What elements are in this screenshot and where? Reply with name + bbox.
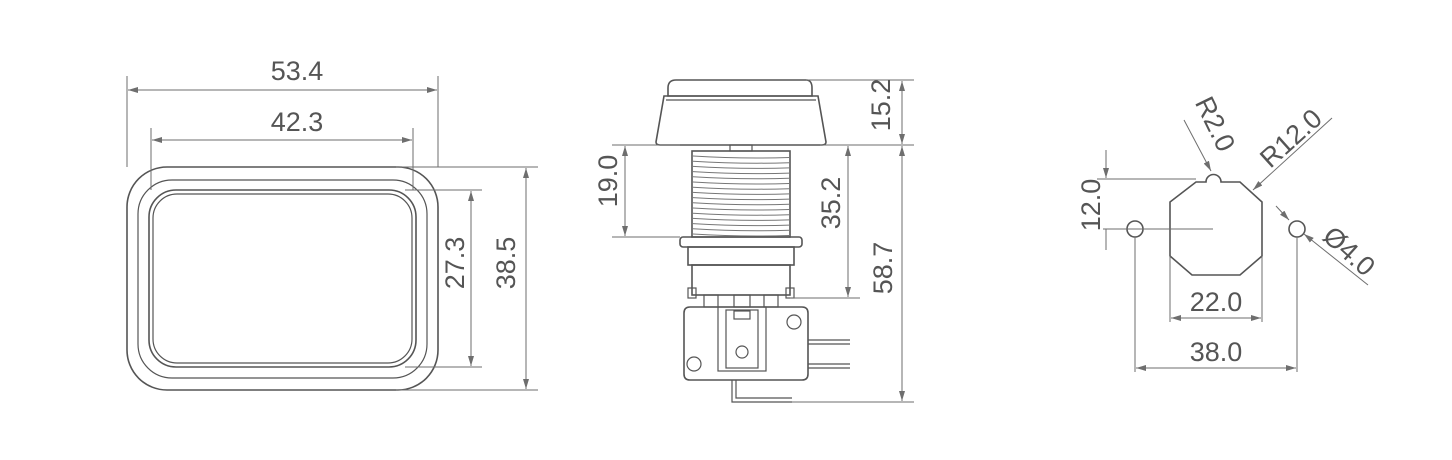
leader-notch-radius (1183, 119, 1212, 172)
button-cap-outline (667, 79, 813, 97)
panel-cutout-outline (1169, 173, 1263, 276)
thread-line (692, 165, 790, 169)
bezel-outer-outline (126, 166, 439, 391)
thread-line (692, 176, 790, 180)
button-face-outline (148, 189, 417, 368)
thread-line (692, 171, 790, 175)
dimension-notch-radius: R2.0 (1189, 92, 1241, 156)
dimension-thread-length: 19.0 (593, 155, 623, 208)
dimension-body-length: 35.2 (816, 177, 846, 230)
dimension-cap-height: 15.2 (866, 79, 896, 132)
thread-line (692, 191, 790, 195)
dimension-pin-hole-diameter: Ø4.0 (1317, 221, 1381, 282)
microswitch-outline (683, 306, 809, 381)
thread-line (692, 228, 790, 232)
thread-line (692, 160, 790, 164)
leader-pin-hole-diameter (1303, 233, 1369, 286)
thread-line (692, 197, 790, 201)
side-view: 15.2 19.0 35.2 58.7 (593, 79, 914, 403)
dimension-inner-height: 27.3 (440, 237, 470, 290)
dimension-pin-spacing: 38.0 (1190, 337, 1243, 367)
thread-line (692, 181, 790, 185)
button-face-inner-outline (152, 193, 413, 364)
thread-line (692, 217, 790, 221)
front-view: 53.4 42.3 27.3 38.5 (126, 56, 538, 391)
dimension-hole-radius: R12.0 (1254, 103, 1328, 174)
thread-line (692, 186, 790, 190)
dimension-flat-height: 12.0 (1076, 179, 1106, 232)
dimension-inner-width: 42.3 (271, 107, 324, 137)
thread-line (692, 212, 790, 216)
dimension-outer-width: 53.4 (271, 56, 324, 86)
nut-outline (679, 236, 803, 248)
mounting-hole-view: 12.0 R2.0 R12.0 Ø4.0 22.0 38.0 (1076, 92, 1381, 372)
thread-line (692, 207, 790, 211)
thread-line (692, 233, 790, 237)
shaft-threads (692, 155, 790, 237)
bezel-inner-outline (137, 179, 428, 379)
dimension-total-height: 58.7 (868, 242, 898, 295)
thread-line (692, 202, 790, 206)
pin-hole-right (1288, 220, 1306, 238)
dimension-outer-height: 38.5 (491, 237, 521, 290)
bezel-outline (655, 95, 827, 146)
leader-hole-radius (1252, 117, 1333, 191)
dimension-flat-width: 22.0 (1190, 287, 1243, 317)
housing-outline (687, 246, 795, 266)
thread-line (692, 223, 790, 227)
thread-line (692, 155, 790, 159)
